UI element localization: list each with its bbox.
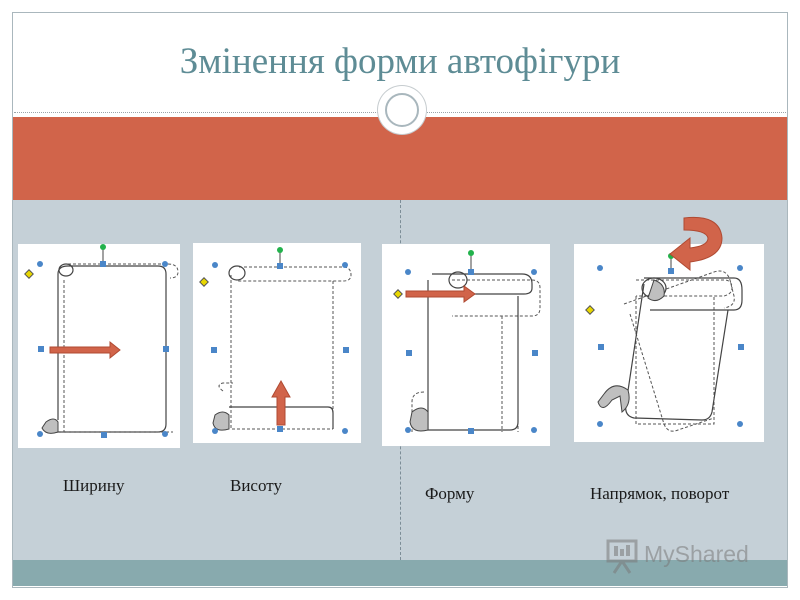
logo-text: MyShared bbox=[644, 541, 749, 567]
panel-shape bbox=[382, 244, 550, 446]
scroll-rotate-icon bbox=[585, 253, 744, 432]
panel-height bbox=[193, 243, 361, 443]
caption-width: Ширину bbox=[63, 476, 125, 495]
rotation-arrow-icon bbox=[669, 216, 723, 272]
myshared-logo: MyShared bbox=[604, 537, 764, 575]
scroll-shape-icon bbox=[393, 250, 541, 434]
presentation-board-icon bbox=[606, 539, 638, 574]
caption-shape: Форму bbox=[425, 484, 475, 503]
panel-rotate bbox=[574, 244, 764, 442]
caption-rotate: Напрямок, поворот bbox=[590, 484, 730, 503]
ornament-circle-icon bbox=[378, 86, 426, 134]
slide-title: Змінення форми автофігури bbox=[179, 41, 621, 82]
footer-band bbox=[13, 560, 787, 586]
caption-height: Висоту bbox=[230, 476, 282, 495]
scroll-width-icon bbox=[24, 244, 179, 438]
scroll-height-icon bbox=[199, 247, 352, 434]
panel-width bbox=[18, 244, 180, 448]
